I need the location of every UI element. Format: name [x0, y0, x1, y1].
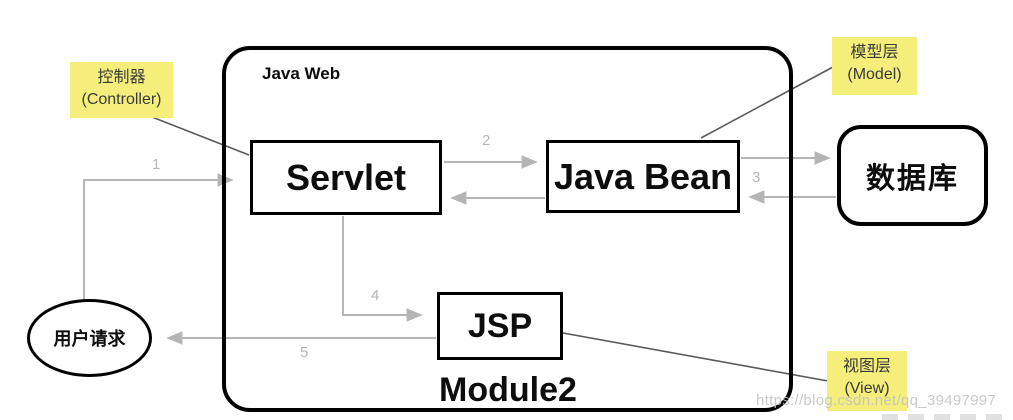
- jsp-node-label: JSP: [467, 306, 533, 345]
- csdn-watermark: https://blog.csdn.net/qq_39497997: [756, 392, 997, 409]
- arrow-servlet-to-jsp: [342, 216, 423, 322]
- model-callout-zh: 模型层: [850, 44, 899, 61]
- controller-callout-en: (Controller): [81, 91, 162, 108]
- database-node-label: 数据库: [865, 162, 959, 195]
- javabean-node: Java Bean: [546, 140, 740, 213]
- servlet-node-label: Servlet: [285, 156, 407, 198]
- java-web-container: [222, 46, 793, 412]
- view-callout-zh: 视图层: [842, 358, 891, 375]
- step-1-label: 1: [152, 156, 161, 173]
- servlet-node: Servlet: [250, 140, 442, 215]
- controller-callout-zh: 控制器: [97, 69, 146, 86]
- javabean-node-label: Java Bean: [553, 155, 733, 197]
- watermark-fragment-row: [882, 414, 1002, 420]
- user-request-node-label: 用户请求: [53, 329, 126, 349]
- java-web-label: Java Web: [262, 64, 341, 83]
- module2-label: Module2: [439, 371, 577, 409]
- model-callout: 模型层 (Model): [832, 37, 917, 95]
- step-3-label: 3: [752, 169, 761, 186]
- view-callout-en: (View): [844, 380, 890, 397]
- view-callout: 视图层 (View): [827, 351, 907, 411]
- step-5-label: 5: [300, 344, 309, 361]
- controller-callout: 控制器 (Controller): [70, 62, 173, 118]
- user-request-node: 用户请求: [27, 299, 152, 377]
- step-2-label: 2: [482, 132, 491, 149]
- arrow-user-request-to-servlet: [83, 173, 234, 299]
- view-callout-line: [562, 332, 829, 382]
- model-callout-en: (Model): [847, 66, 902, 83]
- controller-callout-line: [151, 116, 250, 156]
- database-node: 数据库: [837, 125, 988, 226]
- step-4-label: 4: [371, 287, 380, 304]
- model-callout-line: [700, 66, 834, 139]
- jsp-node: JSP: [437, 292, 563, 360]
